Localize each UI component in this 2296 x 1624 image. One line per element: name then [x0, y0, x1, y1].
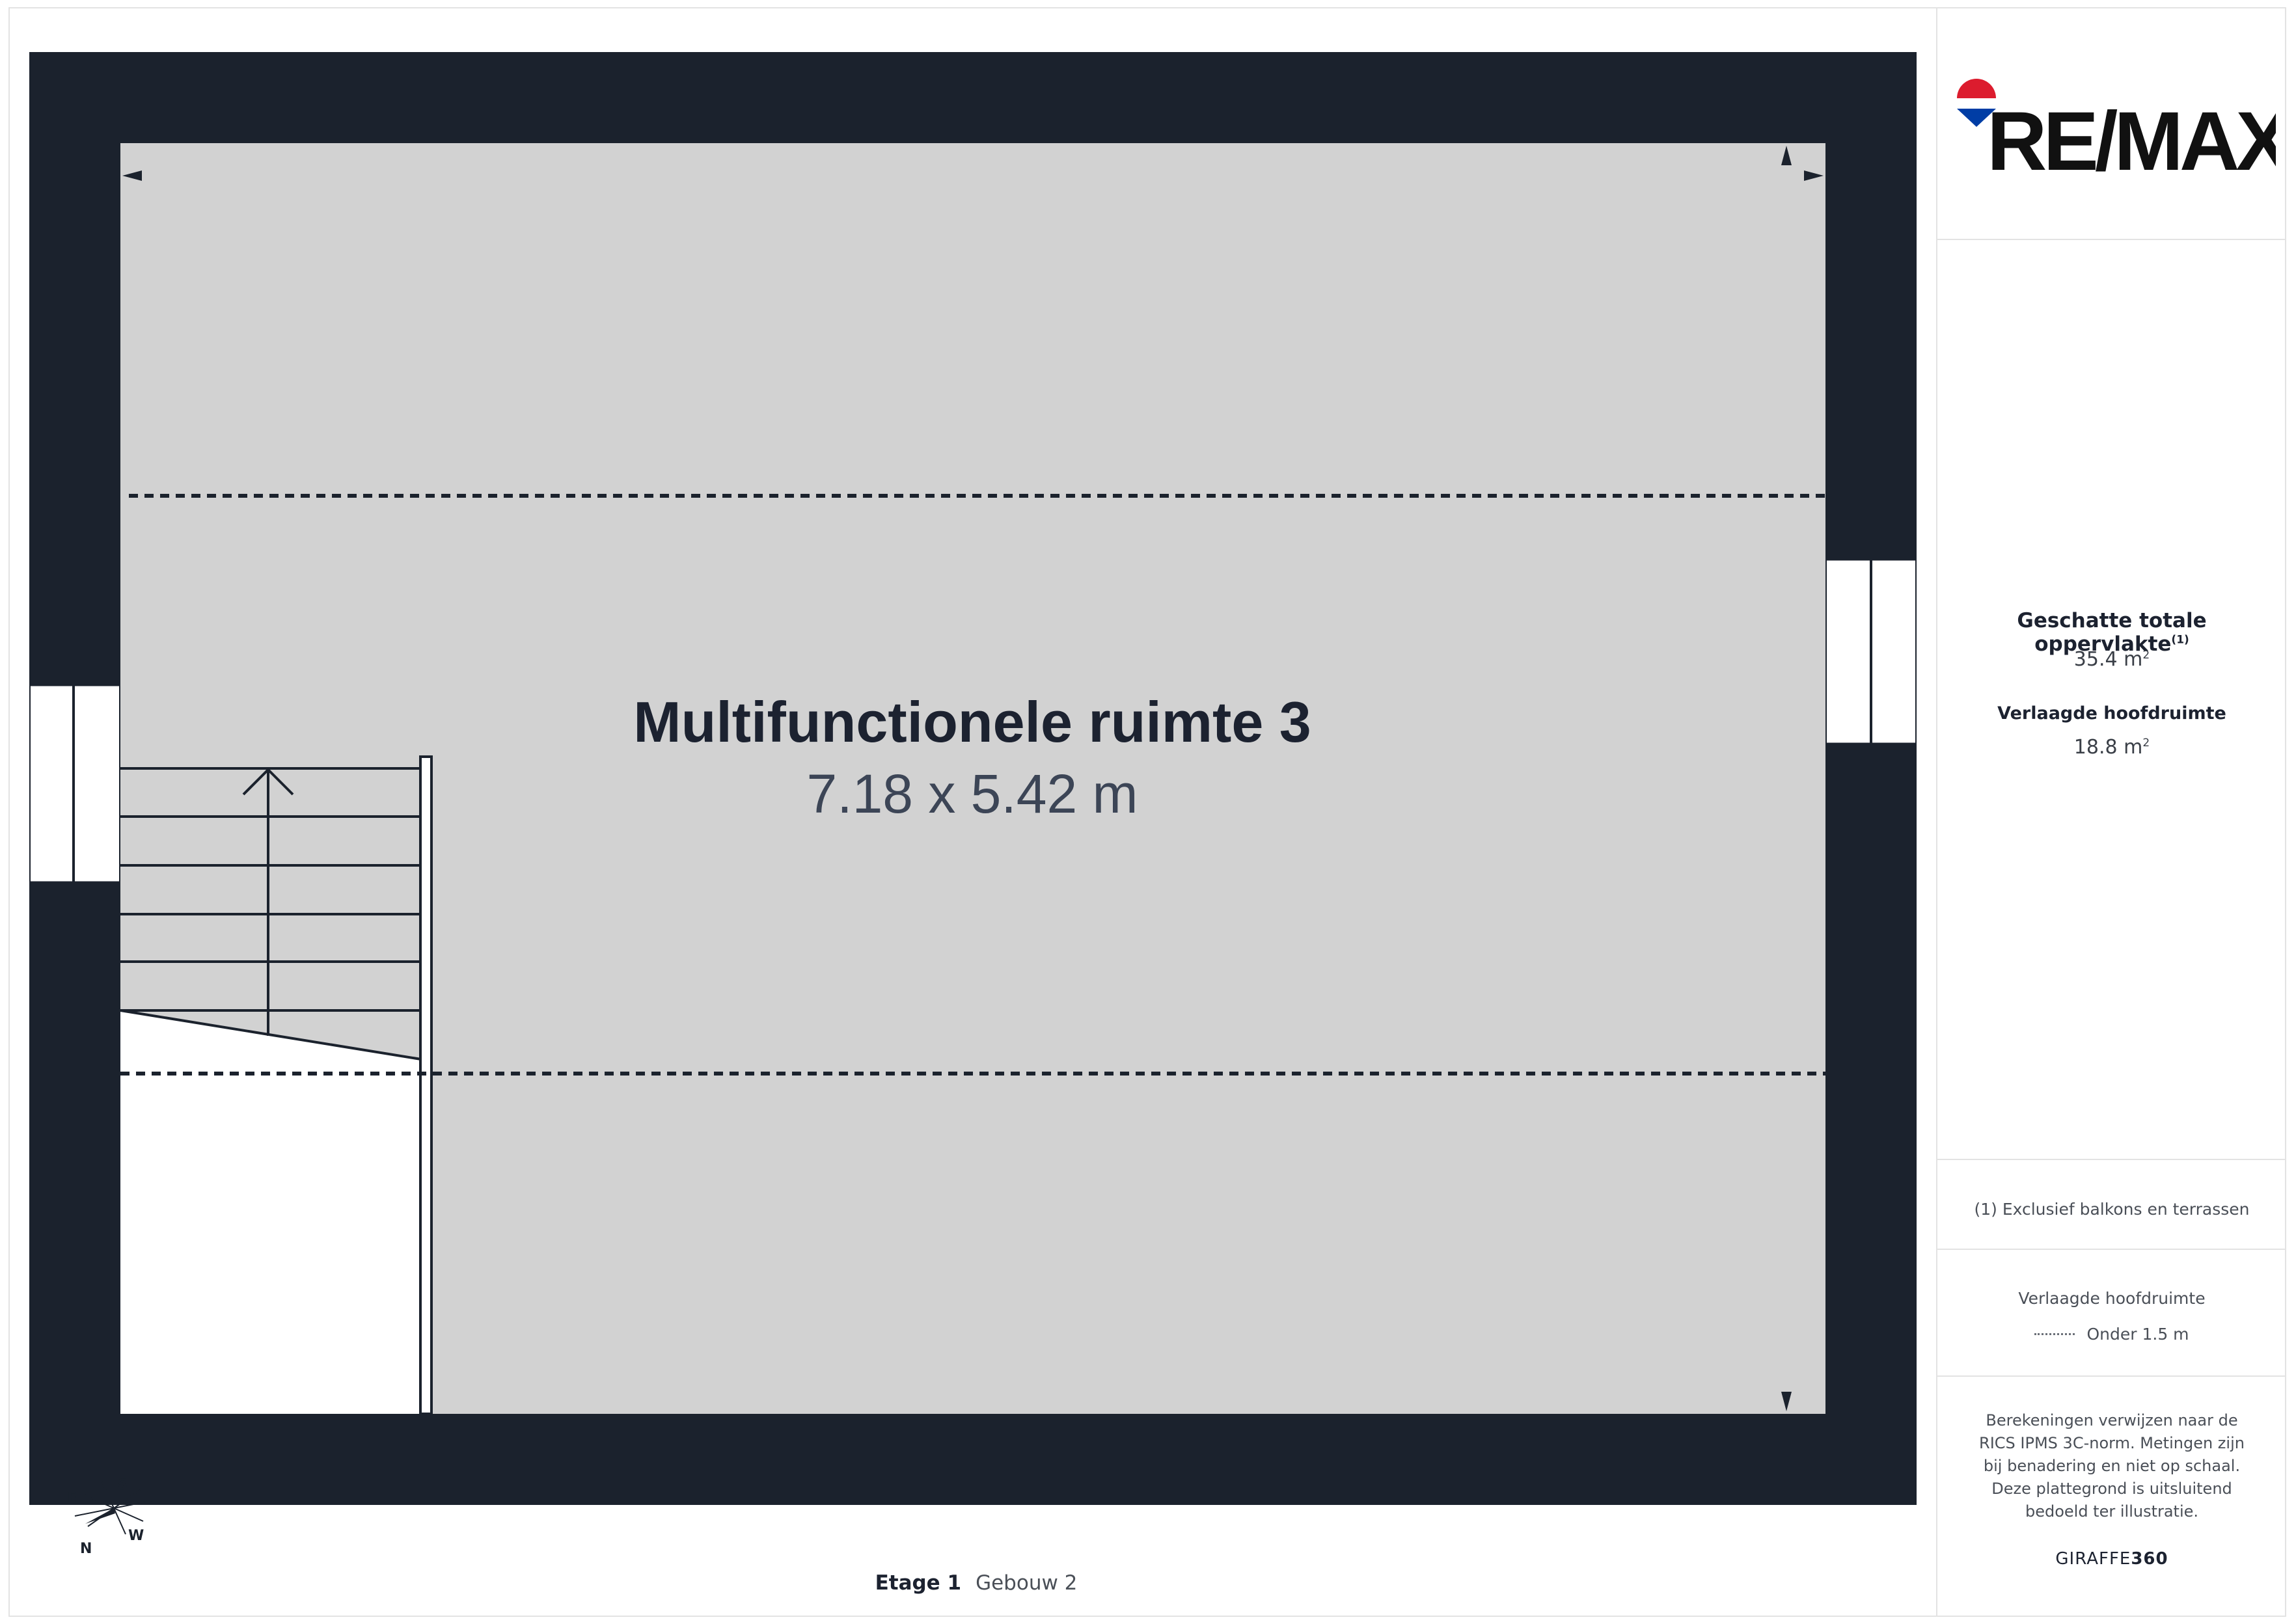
legend-dotted-line: [2034, 1333, 2075, 1335]
reduced-area-label: Verlaagde hoofdruimte: [1997, 703, 2226, 724]
room-dimensions: 7.18 x 5.42 m: [806, 763, 1138, 824]
sidebar: RE/MAX Geschatte totale oppervlakte(1) 3…: [1936, 7, 2295, 1617]
dim-arrow-right: [1804, 170, 1824, 181]
total-area-footnote: (1): [2171, 633, 2189, 647]
compass-n: N: [80, 1541, 92, 1557]
legend-title: Verlaagde hoofdruimte: [2018, 1289, 2206, 1308]
footnote-text: (1) Exclusief balkons en terrassen: [1974, 1200, 2250, 1219]
disclaimer-text: Berekeningen verwijzen naar de RICS IPMS…: [1979, 1411, 2245, 1521]
stair-opening: [120, 1010, 421, 1414]
giraffe-prefix: GIRAFFE: [2055, 1549, 2131, 1569]
stair-handrail: [419, 755, 433, 1415]
page-frame: [8, 7, 2286, 1617]
reduced-area-value: 18.8 m: [2073, 736, 2143, 759]
giraffe-suffix: 360: [2131, 1549, 2168, 1569]
compass-w: W: [128, 1528, 144, 1544]
total-area-unit: 2: [2142, 649, 2150, 662]
room-name: Multifunctionele ruimte 3: [633, 690, 1311, 754]
giraffe360-logo: GIRAFFE360: [1937, 1549, 2286, 1569]
compass-rose-icon: E S N W: [62, 1470, 166, 1568]
reduced-area-unit: 2: [2142, 737, 2150, 750]
remax-logo: RE/MAX: [1950, 72, 2295, 188]
floor-plan: [29, 52, 1917, 1505]
legend-item: Onder 1.5 m: [2086, 1325, 2189, 1344]
compass-s: S: [117, 1477, 128, 1493]
dim-arrow-left: [122, 170, 142, 181]
building-label: Gebouw 2: [976, 1571, 1078, 1595]
dim-arrow-bottom: [1781, 1392, 1792, 1411]
svg-text:RE/MAX: RE/MAX: [1987, 95, 2276, 176]
floor-label: Etage 1: [875, 1571, 962, 1595]
total-area-value: 35.4 m: [2073, 648, 2143, 671]
window-right: [1827, 558, 1915, 745]
floor-caption: Etage 1 Gebouw 2: [846, 1571, 1106, 1595]
room-label: Multifunctionele ruimte 3 7.18 x 5.42 m: [452, 686, 1493, 830]
staircase: [116, 767, 422, 1061]
dim-arrow-top: [1781, 146, 1792, 165]
compass-e: E: [67, 1490, 77, 1506]
window-left: [31, 684, 119, 884]
total-area-label: Geschatte totale oppervlakte: [2017, 609, 2207, 656]
